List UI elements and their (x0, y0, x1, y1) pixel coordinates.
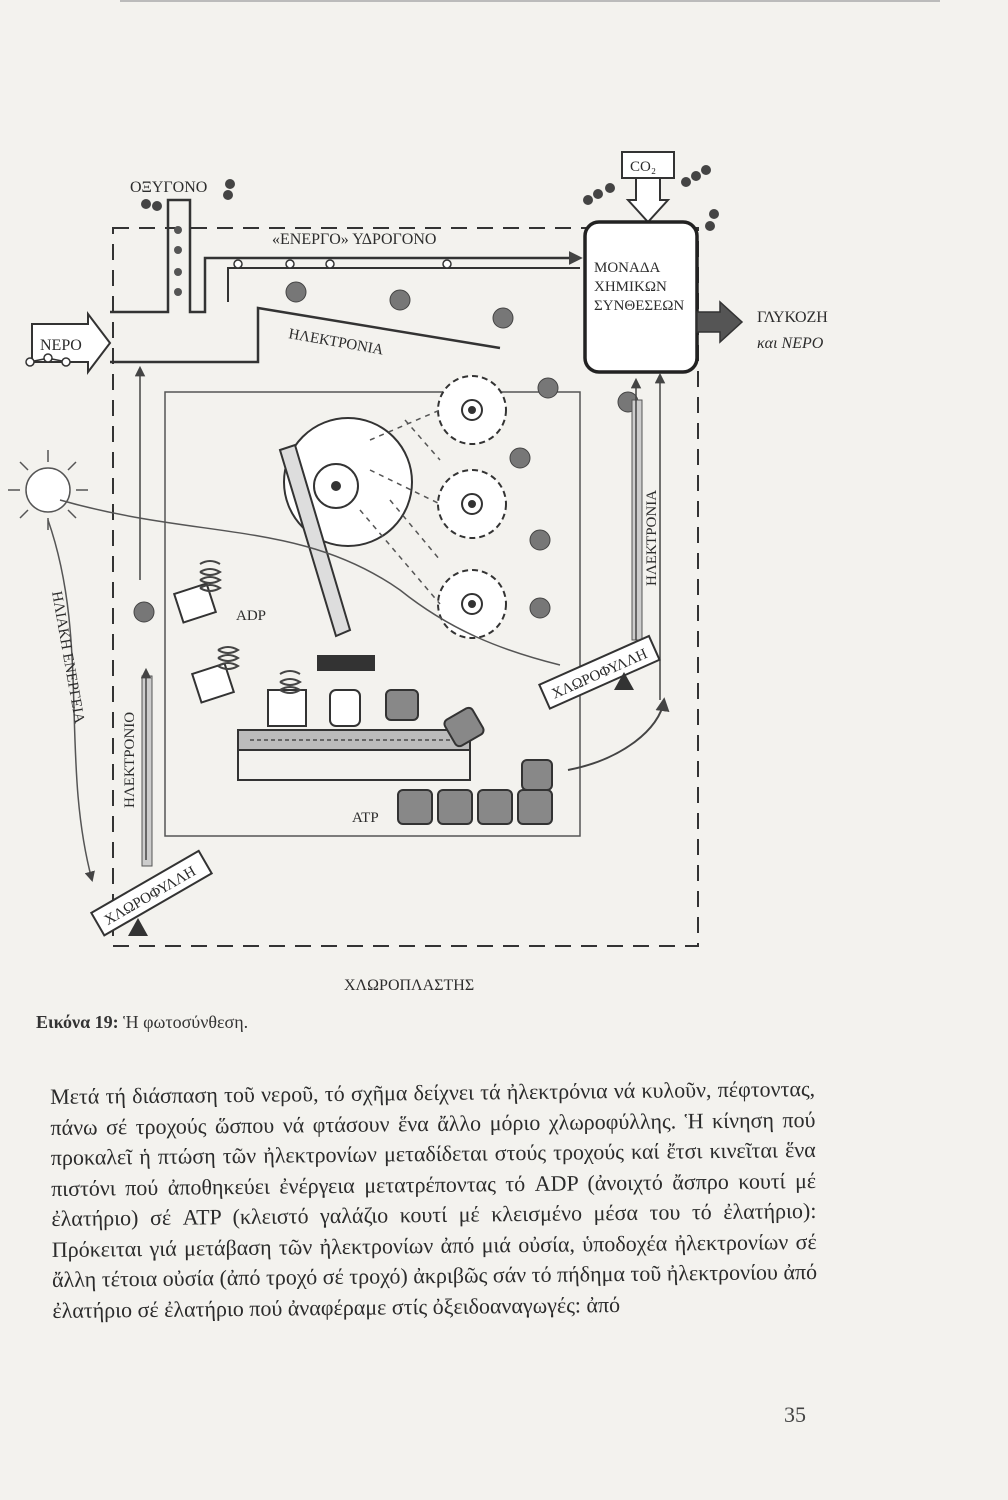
electrons-top-label: ΗΛΕΚΤΡΟΝΙΑ (287, 326, 385, 358)
water-molecule-icon (25, 353, 71, 367)
electron-left-bar (141, 675, 153, 867)
oxygen-molecule-icon (141, 179, 235, 211)
atp-cube-icon (385, 689, 553, 825)
chloroplast-boundary (112, 227, 699, 947)
photosynthesis-figure: ΝΕΡΟ ΟΞΥΓΟΝΟ «ΕΝΕΡΓΟ» ΥΔΡΟΓΟΝΟ CO₂ ΜΟΝΑΔ… (8, 151, 828, 994)
active-hydrogen-label: «ΕΝΕΡΓΟ» ΥΔΡΟΓΟΝΟ (272, 231, 436, 248)
figure-caption: Εικόνα 19: Ἡ φωτοσύνθεση. (36, 1012, 248, 1033)
electron-figures (133, 281, 639, 623)
page-number: 35 (784, 1402, 806, 1427)
spring-icon (199, 560, 302, 694)
chlorophyll-right-box (537, 634, 661, 710)
water-label: ΝΕΡΟ (40, 337, 82, 354)
electrons-right-bar (631, 399, 643, 641)
sun-icon (8, 450, 561, 666)
conveyor-belt-icon (237, 729, 471, 781)
and-water-label: και ΝΕΡΟ (757, 335, 824, 352)
oxygen-label: ΟΞΥΓΟΝΟ (130, 179, 207, 196)
glucose-label: ΓΛΥΚΟΖΗ (757, 309, 828, 326)
atp-label: ATP (352, 810, 379, 826)
flywheel-icon (278, 417, 413, 671)
glucose-output-arrow (696, 300, 744, 344)
solar-energy-label: ΗΛΙΑΚΗ ΕΝΕΡΓΕΙΑ (48, 590, 87, 725)
body-paragraph: Μετά τή διάσπαση τοῦ νεροῦ, τό σχῆμα δεί… (50, 1075, 818, 1323)
synthesis-unit-line-3: ΣΥΝΘΕΣΕΩΝ (594, 298, 684, 314)
synthesis-unit-box (583, 220, 699, 374)
co2-label: CO₂ (630, 159, 656, 175)
figure-number: Εικόνα 19: (36, 1012, 119, 1032)
co2-molecule-icon (583, 165, 719, 231)
inner-frame (164, 391, 581, 837)
electrons-right-label: ΗΛΕΚΤΡΟΝΙΑ (644, 490, 660, 586)
synthesis-unit-line-1: ΜΟΝΑΔΑ (594, 260, 660, 276)
adp-box-icon (172, 582, 361, 727)
chlorophyll-left-box (89, 849, 214, 937)
hydrogen-channel (227, 267, 580, 302)
co2-box (621, 151, 675, 179)
synthesis-unit-line-2: ΧΗΜΙΚΩΝ (594, 279, 667, 295)
page-top-edge (120, 0, 940, 2)
adp-label: ADP (236, 608, 266, 624)
co2-arrow (625, 177, 671, 224)
figure-caption-text: Ἡ φωτοσύνθεση. (123, 1012, 249, 1032)
chloroplast-label: ΧΛΩΡΟΠΛΑΣΤΗΣ (344, 977, 474, 994)
electron-left-label: ΗΛΕΚΤΡΟΝΙΟ (122, 712, 138, 808)
chlorophyll-left-label: ΧΛΩΡΟΦΥΛΛΗ (102, 863, 199, 928)
gear-icon (437, 375, 507, 639)
water-pipe (110, 198, 570, 364)
